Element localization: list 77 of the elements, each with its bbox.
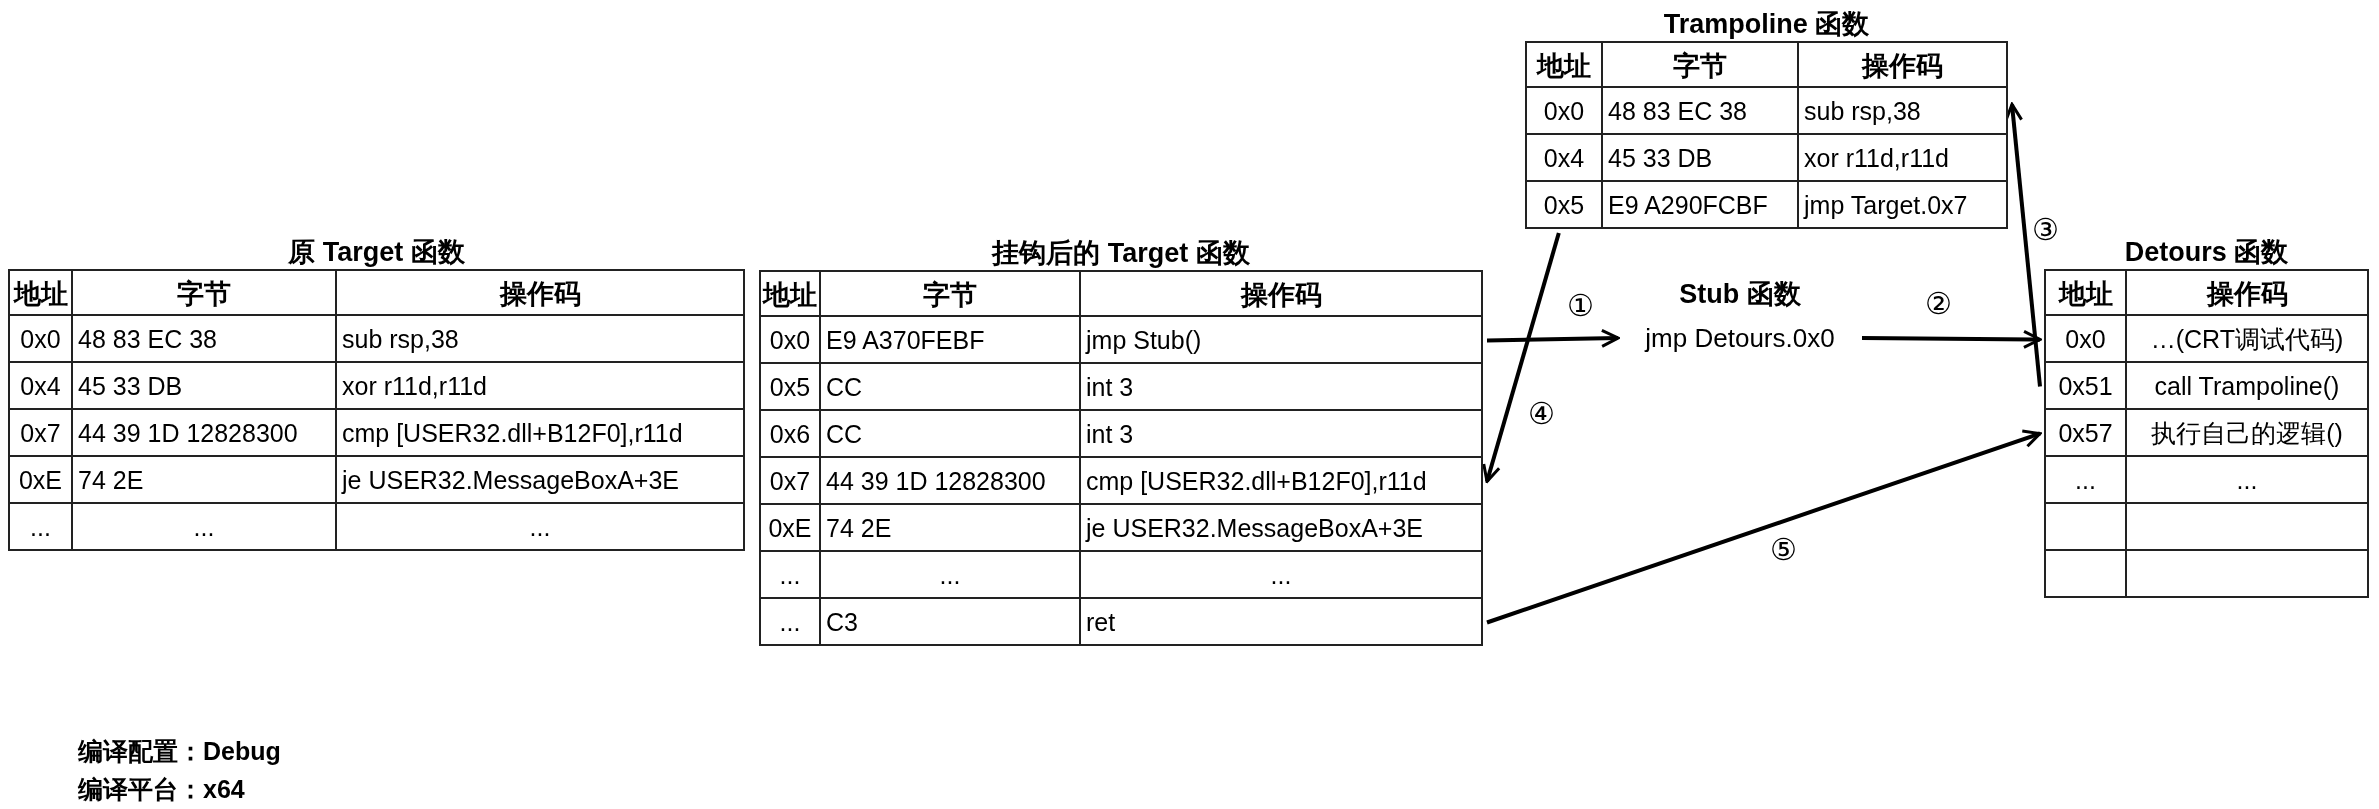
header-cell: 地址 bbox=[8, 269, 73, 316]
table-cell: 0x7 bbox=[8, 410, 73, 457]
table-cell: 44 39 1D 12828300 bbox=[73, 410, 337, 457]
table-cell: ... bbox=[73, 504, 337, 551]
table-cell: 0x0 bbox=[1525, 88, 1603, 135]
table-cell: 0x7 bbox=[759, 458, 821, 505]
table-cell: 执行自己的逻辑() bbox=[2127, 410, 2369, 457]
table-cell: 45 33 DB bbox=[73, 363, 337, 410]
table-cell: sub rsp,38 bbox=[1799, 88, 2008, 135]
table-cell: 0xE bbox=[759, 505, 821, 552]
table-cell: ... bbox=[1081, 552, 1483, 599]
table-cell: sub rsp,38 bbox=[337, 316, 745, 363]
table-cell: 44 39 1D 12828300 bbox=[821, 458, 1081, 505]
table-cell: ... bbox=[759, 599, 821, 646]
table-cell: je USER32.MessageBoxA+3E bbox=[1081, 505, 1483, 552]
table-cell: ... bbox=[2127, 457, 2369, 504]
table-cell: 0x4 bbox=[8, 363, 73, 410]
header-cell: 操作码 bbox=[1081, 270, 1483, 317]
arrow bbox=[1482, 232, 1561, 483]
table-cell: E9 A290FCBF bbox=[1603, 182, 1799, 229]
arrow bbox=[1861, 329, 2042, 349]
table-cell: 0x51 bbox=[2044, 363, 2127, 410]
table-cell: 0x5 bbox=[1525, 182, 1603, 229]
table-cell: 48 83 EC 38 bbox=[73, 316, 337, 363]
header-cell: 操作码 bbox=[1799, 41, 2008, 88]
function-title: Stub 函数 bbox=[1678, 278, 1802, 311]
header-cell: 地址 bbox=[759, 270, 821, 317]
table-cell: 0x5 bbox=[759, 364, 821, 411]
table-title: 原 Target 函数 bbox=[287, 236, 466, 269]
table-cell: CC bbox=[821, 411, 1081, 458]
table-cell: 0x57 bbox=[2044, 410, 2127, 457]
header-cell: 操作码 bbox=[337, 269, 745, 316]
table-cell: 0x6 bbox=[759, 411, 821, 458]
table-cell: jmp Stub() bbox=[1081, 317, 1483, 364]
table-cell: int 3 bbox=[1081, 411, 1483, 458]
table-title: Detours 函数 bbox=[2123, 236, 2290, 269]
header-cell: 字节 bbox=[73, 269, 337, 316]
arrow bbox=[1486, 429, 2042, 625]
table-cell: ... bbox=[8, 504, 73, 551]
table-cell: call Trampoline() bbox=[2127, 363, 2369, 410]
header-cell: 字节 bbox=[821, 270, 1081, 317]
table-cell: xor r11d,r11d bbox=[1799, 135, 2008, 182]
table-cell: ... bbox=[759, 552, 821, 599]
table-cell: int 3 bbox=[1081, 364, 1483, 411]
arrow bbox=[1486, 328, 1620, 348]
table-cell: 0x0 bbox=[759, 317, 821, 364]
table-title: Trampoline 函数 bbox=[1662, 8, 1871, 41]
table-cell: CC bbox=[821, 364, 1081, 411]
table-cell: …(CRT调试代码) bbox=[2127, 316, 2369, 363]
table-cell: E9 A370FEBF bbox=[821, 317, 1081, 364]
table-cell: ... bbox=[337, 504, 745, 551]
table bbox=[759, 236, 1483, 646]
note-text: 编译平台：x64 bbox=[78, 774, 245, 805]
table-cell: 0x4 bbox=[1525, 135, 1603, 182]
header-cell: 地址 bbox=[1525, 41, 1603, 88]
table-cell: C3 bbox=[821, 599, 1081, 646]
table-cell: 74 2E bbox=[73, 457, 337, 504]
table-cell: jmp Target.0x7 bbox=[1799, 182, 2008, 229]
table-cell: cmp [USER32.dll+B12F0],r11d bbox=[1081, 458, 1483, 505]
table-cell: 48 83 EC 38 bbox=[1603, 88, 1799, 135]
table-cell: ... bbox=[2044, 457, 2127, 504]
table-cell: 0x0 bbox=[2044, 316, 2127, 363]
table-cell: 74 2E bbox=[821, 505, 1081, 552]
table-title: 挂钩后的 Target 函数 bbox=[990, 237, 1251, 270]
header-cell: 字节 bbox=[1603, 41, 1799, 88]
table-cell: cmp [USER32.dll+B12F0],r11d bbox=[337, 410, 745, 457]
table-cell: 45 33 DB bbox=[1603, 135, 1799, 182]
table-cell: ... bbox=[821, 552, 1081, 599]
table-cell: ret bbox=[1081, 599, 1483, 646]
table-cell: 0x0 bbox=[8, 316, 73, 363]
header-cell: 操作码 bbox=[2127, 269, 2369, 316]
header-cell: 地址 bbox=[2044, 269, 2127, 316]
table-cell: je USER32.MessageBoxA+3E bbox=[337, 457, 745, 504]
table-cell: xor r11d,r11d bbox=[337, 363, 745, 410]
note-text: 编译配置：Debug bbox=[78, 736, 281, 767]
table-cell: 0xE bbox=[8, 457, 73, 504]
code-line: jmp Detours.0x0 bbox=[1643, 322, 1836, 355]
